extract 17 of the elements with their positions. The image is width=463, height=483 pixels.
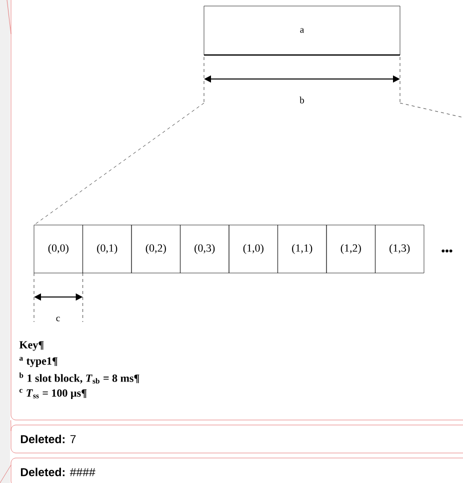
leader-line [10,420,12,432]
slot-box: (1,1) [278,224,327,274]
slot-box: (0,1) [82,224,132,274]
leader-line [6,0,12,34]
slot-box: (0,0) [34,224,83,274]
slot-box: (0,3) [180,224,230,274]
comment-balloon: Deleted: 7 [10,424,463,454]
slot-box: (0,2) [131,224,180,274]
dimension-label: b [300,96,304,104]
slot-box: (1,2) [326,224,376,274]
ellipsis: ••• [442,249,452,252]
leader-line [0,464,12,483]
comment-balloon: Deleted: #### [10,458,463,483]
slot-box: (1,0) [228,224,278,274]
dimension-label: c [56,316,60,322]
slot-box: (1,3) [375,224,424,274]
block-box: a [204,6,400,56]
